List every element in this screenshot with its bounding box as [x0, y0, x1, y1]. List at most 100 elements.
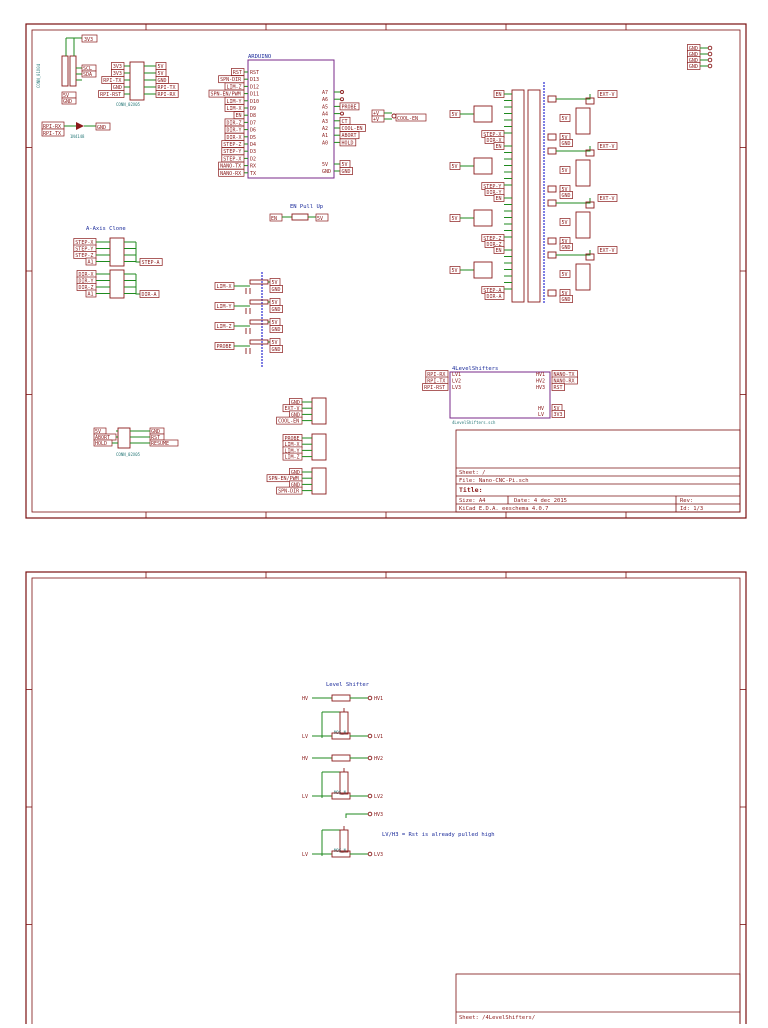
mcu-right-net-text: PROBE [342, 104, 357, 110]
p2-left-net-text: RPI-TX [103, 78, 121, 84]
driver-out-5v-text: 5V [562, 291, 568, 297]
mcu-pin: D6 [250, 128, 256, 134]
svg-text:LV2: LV2 [452, 379, 461, 385]
svg-text:5V: 5V [63, 93, 69, 99]
a-axis-step-net-text: STEP-Z [75, 253, 93, 259]
mcu-right-net-text: HOLD [342, 140, 354, 146]
mcu-pin: TX [250, 171, 256, 177]
sheet2-border [25, 571, 747, 1028]
level-hv-net-text: 5V [554, 406, 560, 412]
driver-5v-net-text: 5V [452, 216, 458, 222]
svg-text:HV3: HV3 [374, 812, 383, 818]
level-lv-net-text: 3V3 [554, 412, 563, 418]
svg-text:5V: 5V [95, 429, 101, 435]
tb-date: Date: 4 dec 2015 [514, 498, 567, 504]
level-right-net-text: NANO-RX [554, 379, 575, 385]
a-axis-stepa-net [139, 258, 163, 266]
driver-en-net-text: EN [496, 92, 502, 98]
mcu-left-net-text: RST [233, 70, 242, 76]
svg-text:+V: +V [373, 117, 379, 123]
mcu-pin: RX [250, 164, 256, 170]
p2-left-net-text: 3V3 [113, 71, 122, 77]
level-right-net-text: NANO-TX [554, 372, 575, 378]
bottom-conn-net-text: GND [291, 412, 300, 418]
level-left-net [422, 383, 449, 391]
mcu-left-net-text: STEP-X [223, 156, 241, 162]
limit-net-text: LIM-X [217, 284, 232, 290]
mcu-pin: A6 [322, 97, 328, 103]
p2-right-net-text: RPI-RX [158, 92, 176, 98]
driver-out-5v-text: 5V [562, 135, 568, 141]
limit-gnd-text: GND [272, 287, 281, 293]
driver-out-5v-text: 5V [562, 239, 568, 245]
mcu-pin: RST [250, 70, 259, 76]
level-right-net [551, 383, 565, 391]
a-axis-step-net-text: STEP-X [75, 240, 93, 246]
svg-text:LV: LV [302, 794, 308, 800]
mcu-pin: D2 [250, 156, 256, 162]
bottom-connectors: GNDEXT-VGNDCOOL-ENPROBELIM-XLIM-YLIM-ZGN… [266, 397, 327, 495]
connector-p11: 5V ABORT HOLD GND RST RESUME CONN_02X05 [93, 427, 179, 457]
svg-text:HV2: HV2 [536, 379, 545, 385]
mcu-pin: GND [322, 169, 331, 175]
svg-text:MOS_N: MOS_N [334, 730, 347, 735]
svg-text:HV: HV [302, 756, 308, 762]
a-axis-step-net-text: STEP-Y [75, 247, 93, 253]
svg-text:HV: HV [538, 406, 544, 412]
mcu-right-net [339, 167, 353, 175]
mcu-left-net-text: DIR-Y [227, 128, 242, 134]
driver-out-gnd-text: GND [562, 297, 571, 303]
a-axis-dir-net-text: DIR-Y [79, 279, 94, 285]
svg-text:HV: HV [302, 696, 308, 702]
arduino-nano: ARDUINO RSTRSTD13SPN-DIRD12LIM-ZD11SPN-E… [208, 54, 366, 179]
schematic-canvas-1: 3V3 SCL SDA 5V GND CONN_01X04 3V33V3RPI-… [25, 23, 747, 519]
level-left-net-text: RPI-RX [427, 372, 445, 378]
tb-sheet: Sheet: / [459, 470, 486, 476]
svg-text:LV1: LV1 [374, 734, 383, 740]
svg-text:4LevelShifters.sch: 4LevelShifters.sch [452, 420, 496, 425]
mcu-name: ARDUINO [248, 54, 271, 60]
net-3v3: 3V3 [84, 37, 93, 43]
driver-ext-net [597, 142, 618, 150]
svg-text:LV3: LV3 [452, 385, 461, 391]
p2-left-net [98, 90, 125, 98]
driver-step-net-text: STEP-Z [483, 236, 501, 242]
mcu-pin: D11 [250, 92, 259, 98]
sheet-border [25, 23, 747, 519]
bottom-conn-net-text: LIM-Y [285, 448, 300, 454]
level-shifter-block: 4LevelShifters 4LevelShifters.sch RPI-RX… [422, 366, 578, 425]
p2-right-net [155, 90, 179, 98]
mcu-pin: A3 [322, 119, 328, 125]
svg-text:GND: GND [151, 429, 160, 435]
level-shifter-title: Level Shifter [326, 682, 370, 688]
bottom-conn-net-text: SPN-EN/PWM [269, 476, 299, 482]
driver-en-net-text: EN [496, 196, 502, 202]
driver-out-gnd [559, 139, 573, 147]
en-pullup: EN Pull Up EN 5V [269, 204, 329, 222]
svg-text:HV1: HV1 [374, 696, 383, 702]
mcu-left-net-text: SPN-DIR [220, 77, 242, 83]
svg-text:+V: +V [373, 111, 379, 117]
svg-text:RESUME: RESUME [151, 441, 169, 447]
border-ticks [26, 24, 746, 518]
en-pullup-heading: EN Pull Up [290, 204, 323, 210]
mcu-right-net-text: 5V [342, 162, 348, 168]
driver-ext-net-text: EXT-V [600, 92, 615, 98]
tb-title: Title: [459, 486, 482, 494]
svg-text:COOL-EN: COOL-EN [397, 116, 418, 122]
level-right-net-text: RST [554, 385, 563, 391]
driver-out2-5v-text: 5V [562, 168, 568, 174]
conn-label: CONN_02X05 [116, 102, 141, 107]
driver-step-net-text: STEP-Y [483, 184, 501, 190]
svg-text:MOS_N: MOS_N [334, 790, 347, 795]
tb-file: File: Nano-CNC-Pi.sch [459, 478, 529, 484]
gnd-terminal-net-text: GND [689, 52, 698, 58]
mcu-left-net-text: LIM-Y [227, 99, 242, 105]
svg-text:1N4148: 1N4148 [70, 134, 85, 139]
driver-5v-net-text: 5V [452, 164, 458, 170]
a-axis-dir-net-text: A1 [88, 292, 94, 298]
p2-left-net-text: RPI-RST [100, 92, 121, 98]
limit-gnd [269, 325, 283, 333]
